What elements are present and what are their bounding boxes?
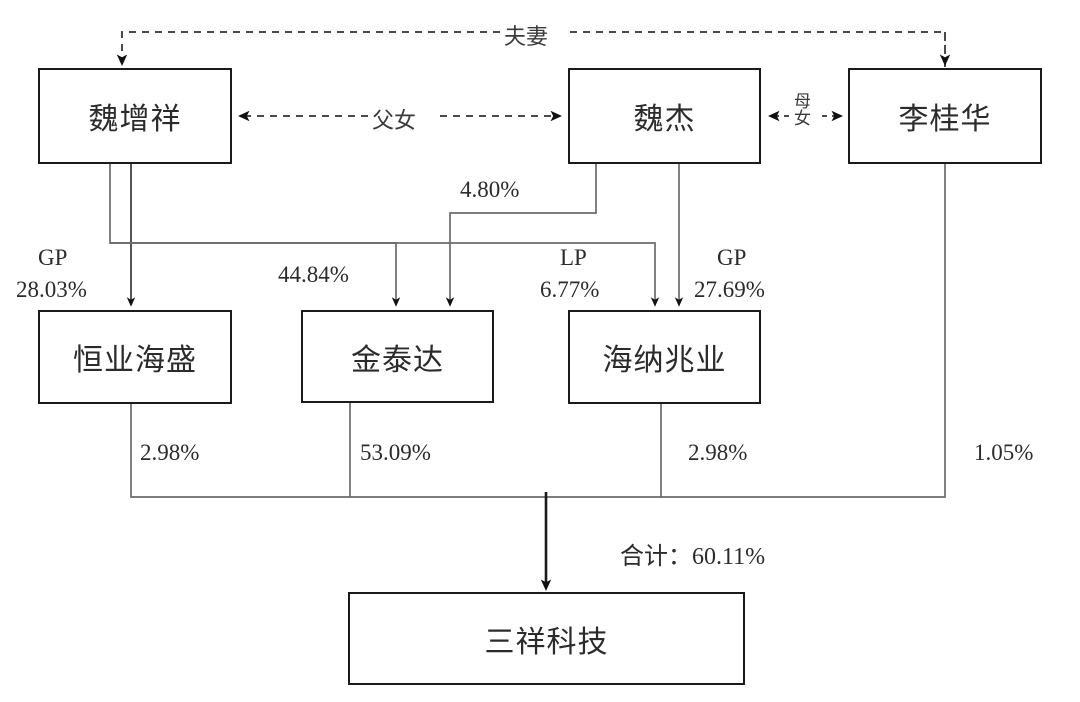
node-wei-jie[interactable]: 魏杰: [568, 68, 761, 164]
holding-pct-28-03: 28.03%: [16, 277, 87, 303]
edge-wzx-to-jintaida: [109, 164, 401, 307]
relation-label-text: 夫妻: [504, 24, 549, 49]
holding-pct-2-98-right: 2.98%: [688, 440, 747, 466]
node-label: 魏增祥: [88, 103, 182, 136]
holding-pct-text: 28.03%: [16, 277, 87, 302]
holding-pct-text: 53.09%: [360, 440, 431, 465]
node-jin-tai-da[interactable]: 金泰达: [301, 310, 494, 403]
node-label: 海纳兆业: [602, 344, 727, 377]
holding-role-text: LP: [560, 245, 587, 270]
edge-liguihua-to-sanxiang: [661, 164, 946, 498]
node-label: 魏杰: [633, 103, 696, 136]
edge-hainazhaoye-to-sanxiang: [546, 404, 662, 498]
edge-hengyehaisheng-to-sanxiang: [130, 404, 546, 498]
holding-pct-text: 2.98%: [688, 440, 748, 465]
holding-pct-4-80: 4.80%: [460, 177, 519, 203]
node-li-gui-hua[interactable]: 李桂华: [848, 68, 1042, 164]
relation-label-spouse: 夫妻: [504, 19, 548, 51]
holding-role-text: GP: [717, 245, 747, 270]
holding-pct-27-69: 27.69%: [694, 277, 765, 303]
holding-pct-53-09: 53.09%: [360, 440, 431, 466]
node-hai-na-zhao-ye[interactable]: 海纳兆业: [568, 310, 761, 404]
total-holding-text: 合计：60.11%: [620, 544, 766, 570]
relation-label-mother-daughter: 母女: [791, 92, 810, 142]
holding-pct-2-98-left: 2.98%: [140, 440, 199, 466]
holding-pct-text: 1.05%: [974, 440, 1034, 465]
relation-spouse-line: [116, 31, 951, 67]
relation-label-father-daughter: 父女: [372, 103, 416, 135]
holding-pct-6-77: 6.77%: [540, 277, 599, 303]
node-heng-ye-hai-sheng[interactable]: 恒业海盛: [38, 310, 232, 404]
holding-pct-44-84: 44.84%: [278, 262, 349, 288]
holding-pct-text: 6.77%: [540, 277, 600, 302]
total-holding-label: 合计：60.11%: [620, 536, 765, 571]
relation-label-text: 母女: [791, 92, 810, 126]
node-label: 恒业海盛: [73, 344, 197, 377]
node-san-xiang-ke-ji[interactable]: 三祥科技: [348, 592, 745, 685]
holding-pct-text: 4.80%: [460, 177, 520, 202]
holding-pct-text: 2.98%: [140, 440, 200, 465]
edge-wzx-to-hainazhaoye: [110, 242, 660, 307]
holding-pct-text: 44.84%: [278, 262, 349, 287]
holding-role-text: GP: [38, 245, 68, 270]
holding-role-gp-right: GP: [717, 245, 746, 271]
node-label: 三祥科技: [484, 625, 609, 659]
holding-pct-text: 27.69%: [694, 277, 765, 302]
node-label: 金泰达: [351, 343, 444, 377]
relation-label-text: 父女: [372, 108, 417, 133]
holding-role-lp: LP: [560, 245, 587, 271]
node-label: 李桂华: [898, 103, 992, 136]
edge-weijie-to-jintaida: [445, 164, 597, 307]
holding-pct-1-05: 1.05%: [974, 440, 1033, 466]
node-wei-zeng-xiang[interactable]: 魏增祥: [38, 68, 232, 164]
holding-role-gp-left: GP: [38, 245, 67, 271]
